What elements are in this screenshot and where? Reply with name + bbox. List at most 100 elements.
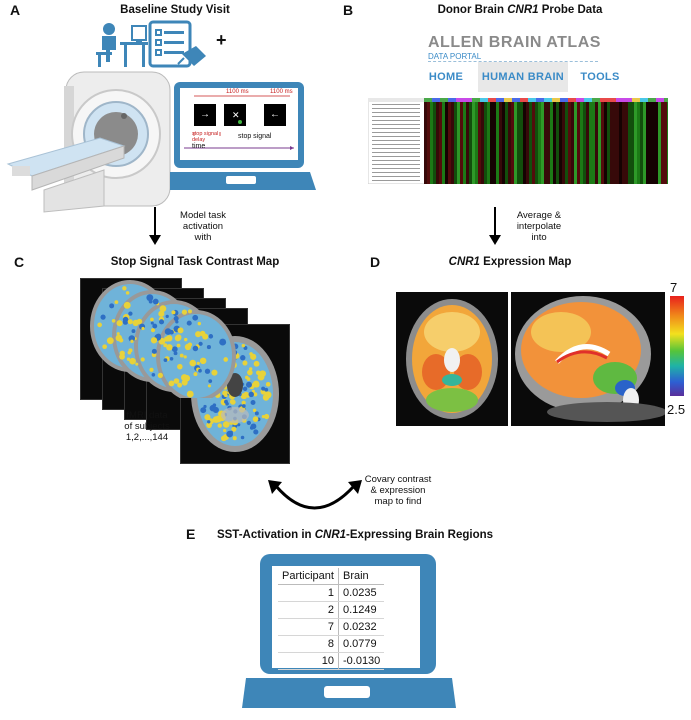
activation-speckle — [187, 309, 192, 314]
panel-c-letter: C — [14, 254, 25, 270]
heatmap-column — [481, 102, 484, 184]
heatmap-column — [466, 102, 469, 184]
activation-speckle — [250, 353, 257, 360]
heatmap-column — [541, 102, 544, 184]
heatmap-column — [649, 102, 652, 184]
activation-speckle — [125, 291, 130, 295]
activation-speckle — [219, 338, 227, 346]
heatmap-header-cell — [592, 98, 600, 102]
participant-cell: 1 — [278, 584, 339, 602]
participant-cell: 8 — [278, 635, 339, 653]
stop-cross: ✕ — [232, 110, 240, 120]
heatmap-column — [658, 102, 661, 184]
activation-speckle — [129, 357, 136, 365]
activation-speckle — [223, 428, 227, 433]
activation-speckle — [151, 348, 157, 354]
activation-speckle — [177, 327, 184, 334]
probe-row-label-line — [372, 152, 420, 153]
heatmap-column — [556, 102, 559, 184]
heatmap-column — [580, 102, 583, 184]
activation-speckle — [163, 343, 168, 348]
activation-speckle — [243, 346, 248, 350]
heatmap-header-cell — [560, 98, 568, 102]
activation-speckle — [159, 305, 167, 312]
activation-speckle — [247, 369, 253, 376]
activation-speckle — [195, 331, 202, 338]
probe-row-label-line — [372, 160, 420, 161]
activation-speckle — [150, 328, 156, 333]
heatmap-header-cell — [608, 98, 616, 102]
heatmap-header-cell — [544, 98, 552, 102]
table-row: 10-0.0130 — [278, 652, 385, 670]
activation-speckle — [126, 357, 131, 361]
activation-speckle — [208, 379, 213, 383]
heatmap-header-cell — [656, 98, 664, 102]
activation-speckle — [163, 358, 168, 362]
activation-speckle — [262, 394, 270, 401]
heatmap-column — [517, 102, 520, 184]
activation-speckle — [149, 367, 154, 372]
activation-speckle — [116, 332, 120, 336]
heatmap-column — [586, 102, 589, 184]
nav-tools[interactable]: TOOLS — [580, 71, 620, 83]
heatmap-header-cell — [584, 98, 592, 102]
activation-speckle — [150, 337, 158, 344]
activation-speckle — [114, 300, 119, 304]
activation-speckle — [242, 360, 248, 366]
activation-speckle — [264, 387, 269, 392]
activation-speckle — [140, 357, 145, 362]
heatmap-column — [565, 102, 568, 184]
activation-speckle — [131, 329, 136, 334]
heatmap-column — [436, 102, 439, 184]
nav-human-brain[interactable]: HUMAN BRAIN — [478, 62, 568, 92]
activation-speckle — [187, 342, 193, 347]
heatmap-column — [634, 102, 637, 184]
activation-speckle — [198, 368, 202, 373]
heatmap-column — [568, 102, 571, 184]
heatmap-column — [601, 102, 604, 184]
activation-speckle — [241, 343, 246, 348]
probe-row-label-line — [372, 120, 420, 121]
activation-speckle — [177, 382, 183, 388]
heatmap-column — [472, 102, 475, 184]
laptop-stop-signal-task — [170, 82, 316, 190]
heatmap-column — [445, 102, 448, 184]
panel-b-title: Donor Brain CNR1 Probe Data — [437, 4, 603, 16]
activation-speckle — [150, 317, 154, 322]
heatmap-column — [628, 102, 631, 184]
heatmap-column — [661, 102, 664, 184]
panel-e-letter: E — [186, 526, 196, 542]
plus-sign: + — [216, 30, 227, 50]
colorbar-max-label: 7 — [670, 280, 678, 295]
time-axis-label: time — [192, 143, 206, 150]
nav-home[interactable]: HOME — [428, 71, 464, 83]
activation-speckle — [229, 430, 233, 434]
heatmap-column — [526, 102, 529, 184]
heatmap-column — [625, 102, 628, 184]
heatmap-column — [583, 102, 586, 184]
activation-speckle — [248, 391, 254, 398]
activation-speckle — [169, 329, 174, 335]
heatmap-column — [595, 102, 598, 184]
heatmap-column — [619, 102, 622, 184]
activation-speckle — [175, 334, 182, 341]
heatmap-column — [610, 102, 613, 184]
activation-speckle — [186, 390, 194, 398]
time-label-2: 1100 ms — [270, 89, 293, 95]
heatmap-header-cell — [632, 98, 640, 102]
activation-speckle — [119, 350, 125, 356]
heatmap-header-cell — [464, 98, 472, 102]
activation-speckle — [184, 337, 188, 342]
heatmap-header-cell — [528, 98, 536, 102]
heatmap-column — [448, 102, 451, 184]
heatmap-column — [577, 102, 580, 184]
activation-speckle — [223, 357, 229, 362]
activation-speckle — [241, 404, 246, 408]
activation-speckle — [252, 381, 258, 387]
heatmap-column — [640, 102, 643, 184]
